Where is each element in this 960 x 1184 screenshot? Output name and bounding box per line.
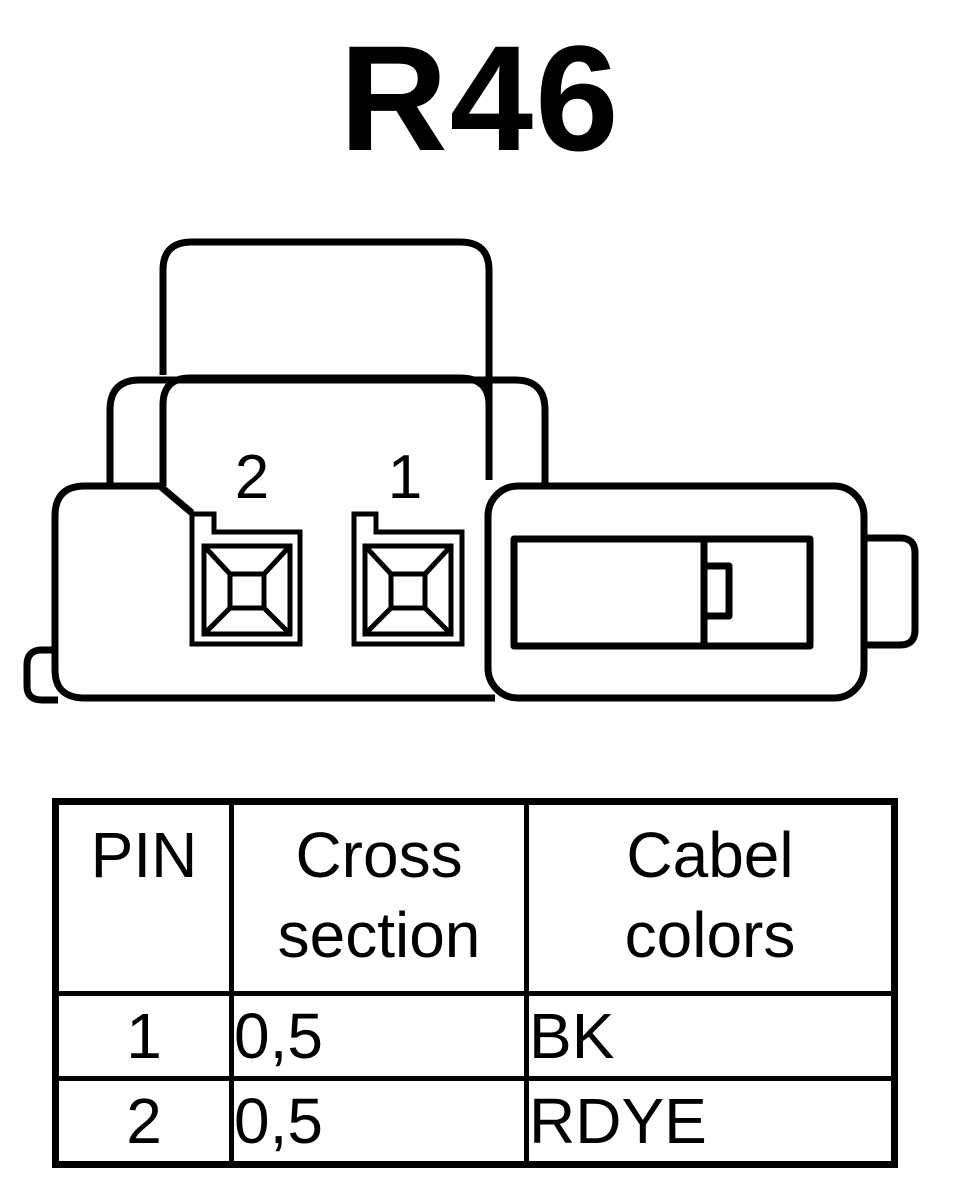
table-header-row: PIN Cross section Cabel colors: [53, 799, 897, 996]
latch-tab: [700, 562, 733, 620]
header-colors-line-2: colors: [624, 899, 796, 971]
row-1-cross-section: 0,5: [229, 991, 529, 1081]
pin-cavity-1: [351, 511, 465, 647]
pin-cavity-2: [189, 511, 303, 647]
header-pin-line-1: PIN: [90, 819, 198, 891]
row-1-color: BK: [524, 991, 897, 1081]
pin-label-2: 2: [235, 443, 269, 512]
connector-right-nub: [864, 534, 919, 649]
connector-hood: [159, 238, 493, 480]
row-1-pin: 1: [53, 991, 234, 1081]
latch-window: [510, 535, 814, 650]
connector-ledge: [106, 376, 549, 486]
pin-table: PIN Cross section Cabel colors 1 0,5 BK 2 …: [52, 798, 898, 1168]
table-row: 1 0,5 BK: [53, 991, 897, 1081]
connector-title: R46: [339, 14, 621, 182]
row-2-color: RDYE: [524, 1076, 897, 1167]
header-cross-line-2: section: [277, 899, 481, 971]
connector-left-nub: [23, 646, 58, 704]
header-cross-section: Cross section: [229, 799, 529, 996]
connector-drawing: 2 1: [23, 238, 919, 704]
row-2-cross-section: 0,5: [229, 1076, 529, 1167]
header-cross-line-1: Cross: [295, 819, 463, 891]
header-colors-line-1: Cabel: [626, 819, 794, 891]
connector-latch-housing: [484, 482, 868, 702]
table-row: 2 0,5 RDYE: [53, 1076, 897, 1167]
header-pin: PIN: [53, 799, 234, 996]
header-cable-colors: Cabel colors: [524, 799, 897, 996]
row-2-pin: 2: [53, 1076, 234, 1167]
pin-label-1: 1: [388, 443, 422, 512]
connector-left-body: [51, 482, 495, 702]
